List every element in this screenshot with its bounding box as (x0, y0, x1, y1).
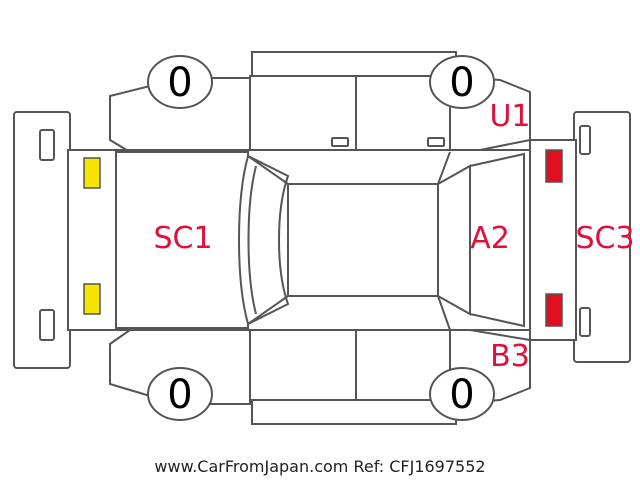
label-rear-bumper: SC3 (575, 221, 634, 256)
wheel-front-right: 0 (429, 55, 495, 109)
light-markers (83, 149, 563, 327)
wheel-rear-right-value: 0 (449, 372, 474, 418)
top-side-panel (109, 51, 531, 153)
car-body-top-view (67, 139, 577, 341)
label-rear-panel: A2 (470, 221, 510, 256)
wheel-rear-left: 0 (147, 367, 213, 421)
front-right-marker (83, 283, 101, 315)
label-rear-right-upper: U1 (489, 99, 530, 134)
wheel-rear-right: 0 (429, 367, 495, 421)
front-left-marker (83, 157, 101, 189)
wheel-rear-left-value: 0 (167, 372, 192, 418)
label-front-bumper: SC1 (153, 221, 212, 256)
wheel-front-right-value: 0 (449, 60, 474, 106)
footer-reference: www.CarFromJapan.com Ref: CFJ1697552 (154, 457, 485, 476)
wheel-front-left-value: 0 (167, 60, 192, 106)
front-bumper (13, 111, 71, 369)
label-rear-right-lower: B3 (490, 339, 530, 374)
rear-left-marker (545, 149, 563, 183)
wheel-front-left: 0 (147, 55, 213, 109)
rear-bumper (573, 111, 631, 363)
rear-right-marker (545, 293, 563, 327)
